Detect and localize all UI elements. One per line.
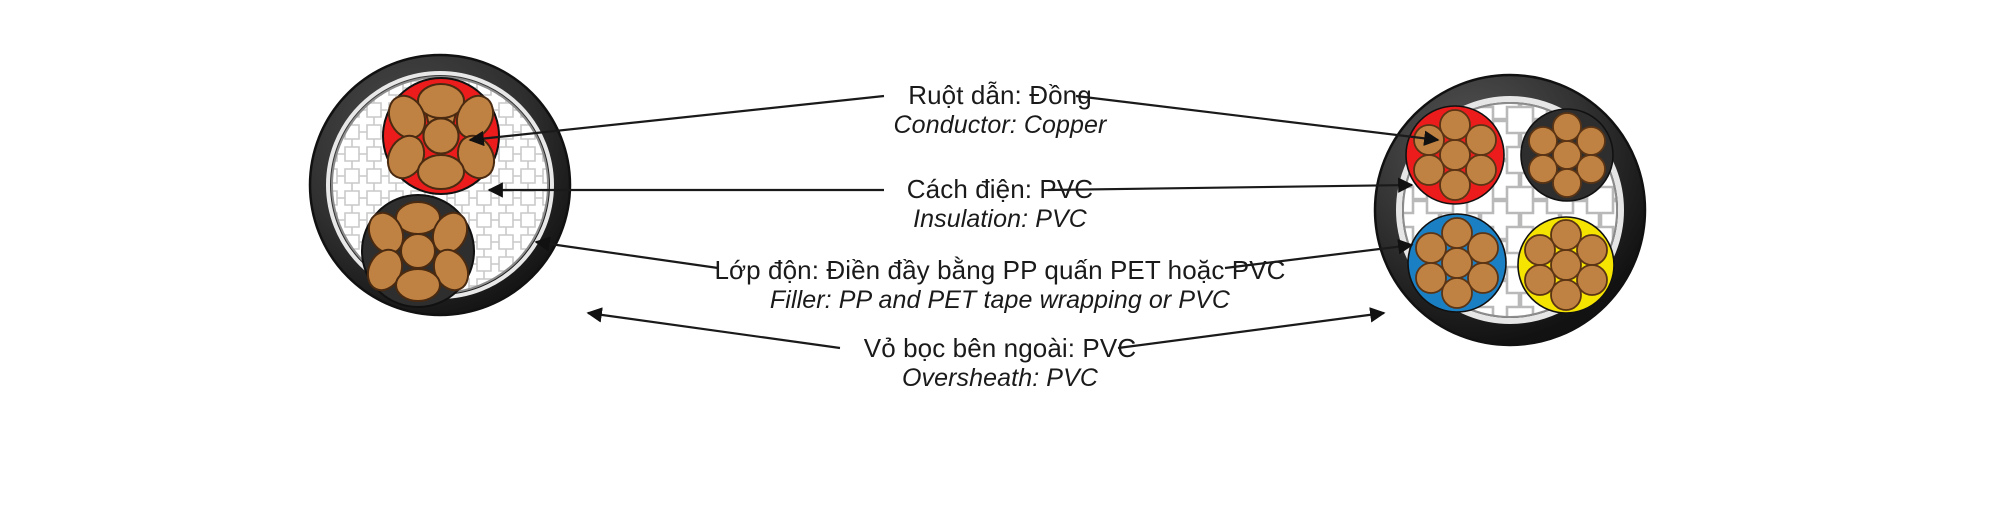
label-conductor: Ruột dẫn: Đồng Conductor: Copper [700, 80, 1300, 140]
label-conductor-vi: Ruột dẫn: Đồng [908, 80, 1092, 110]
left-core-black [361, 194, 475, 308]
left-conductor-black [366, 201, 470, 302]
leader-conductor-left [468, 94, 885, 147]
label-conductor-en: Conductor: Copper [893, 110, 1107, 139]
right-bedding-ring [1396, 96, 1624, 324]
label-insulation-en: Insulation: PVC [913, 204, 1087, 233]
label-filler-vi: Lớp độn: Điền đầy bằng PP quấn PET hoặc … [714, 255, 1286, 285]
label-oversheath-en: Oversheath: PVC [901, 363, 1099, 392]
left-core-red [382, 77, 500, 195]
left-conductor-red [386, 83, 496, 190]
leader-insulation-right [1047, 177, 1414, 193]
label-insulation-vi: Cách điện: PVC [906, 174, 1094, 204]
right-core-black [1520, 108, 1614, 202]
right-conductor-blue [1415, 217, 1499, 309]
label-oversheath-vi: Vỏ bọc bên ngoài: PVC [863, 333, 1137, 363]
label-insulation: Cách điện: PVC Insulation: PVC [700, 174, 1300, 234]
right-core-red [1405, 105, 1505, 205]
label-filler-en: Filler: PP and PET tape wrapping or PVC [769, 285, 1231, 314]
label-filler: Lớp độn: Điền đầy bằng PP quấn PET hoặc … [672, 255, 1328, 315]
cable-right [1373, 73, 1647, 347]
right-conductor-yellow [1524, 219, 1608, 311]
leader-filler-left [534, 236, 719, 270]
leader-conductor-right [1075, 94, 1440, 146]
right-core-yellow [1517, 216, 1615, 314]
right-conductor-black [1528, 112, 1606, 198]
leader-filler-right [1224, 239, 1414, 270]
leader-lines [468, 94, 1440, 350]
leader-oversheath-right [1117, 307, 1386, 350]
right-conductor-red [1413, 109, 1497, 201]
cable-left [308, 53, 572, 317]
label-oversheath: Vỏ bọc bên ngoài: PVC Oversheath: PVC [700, 333, 1300, 393]
leader-oversheath-left [586, 307, 841, 350]
right-core-blue [1407, 213, 1507, 313]
